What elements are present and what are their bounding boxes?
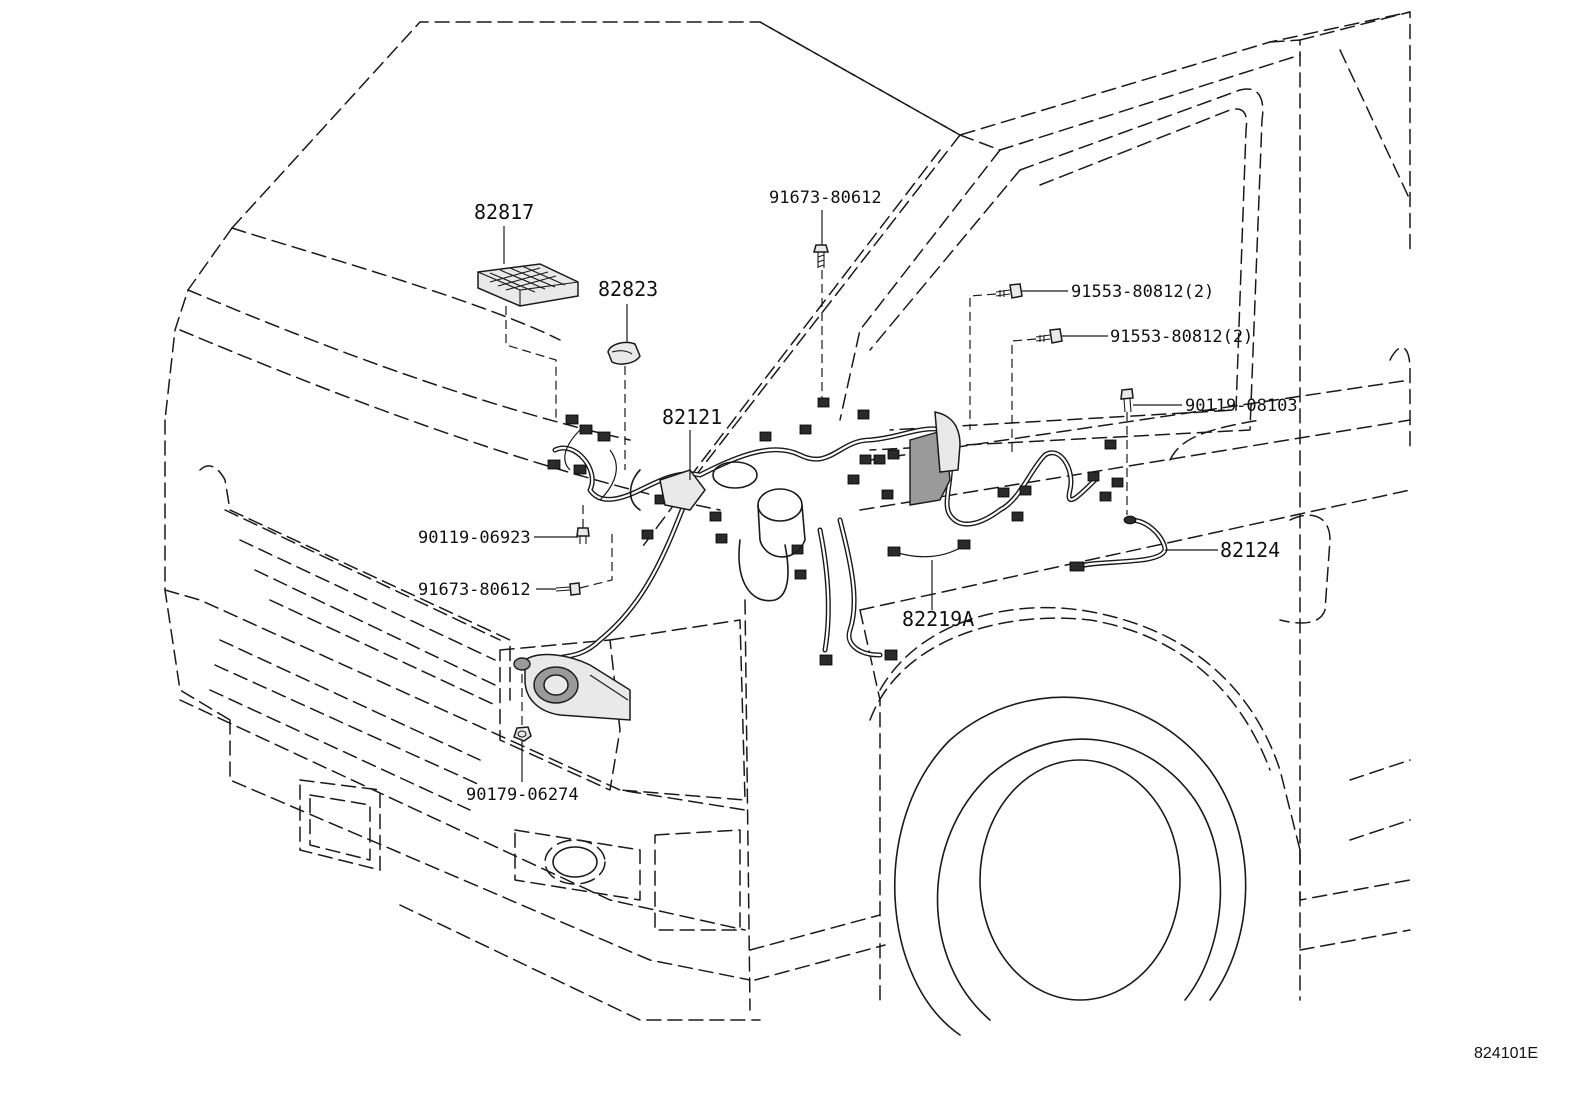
callout-90119-06923: 90119-06923 xyxy=(418,528,531,548)
callout-82817: 82817 xyxy=(474,200,534,224)
figure-id: 824101E xyxy=(1474,1045,1538,1062)
headlamp-assembly xyxy=(524,653,631,721)
callout-90119-08103: 90119-08103 xyxy=(1185,396,1298,416)
callout-91553-80812-b: 91553-80812(2) xyxy=(1110,327,1253,347)
callout-labels: 82817 82823 82121 91673-80612 91553-8081… xyxy=(418,188,1538,1062)
callout-82219A: 82219A xyxy=(902,607,974,631)
leader-lines xyxy=(503,210,1218,782)
bolt-90119-08103 xyxy=(1120,388,1134,413)
nut-90179 xyxy=(513,657,532,742)
relay-block-82817 xyxy=(477,263,579,307)
callout-82121: 82121 xyxy=(662,405,722,429)
vehicle-outline xyxy=(164,11,1411,1036)
bolt-90119-06923 xyxy=(576,527,590,544)
bolt-91553-a xyxy=(995,283,1023,299)
clamp-82823 xyxy=(607,341,641,365)
callout-90179-06274: 90179-06274 xyxy=(466,785,579,805)
callout-91673-80612-top: 91673-80612 xyxy=(769,188,882,208)
engine-wire-harness xyxy=(547,397,1168,666)
fastener-91673-top xyxy=(813,244,829,268)
screw-91673-left xyxy=(555,582,581,596)
callout-82124: 82124 xyxy=(1220,538,1280,562)
callout-91553-80812-a: 91553-80812(2) xyxy=(1071,282,1214,302)
callout-82823: 82823 xyxy=(598,277,658,301)
bolt-91553-b xyxy=(1035,328,1063,344)
callout-91673-80612-left: 91673-80612 xyxy=(418,580,531,600)
